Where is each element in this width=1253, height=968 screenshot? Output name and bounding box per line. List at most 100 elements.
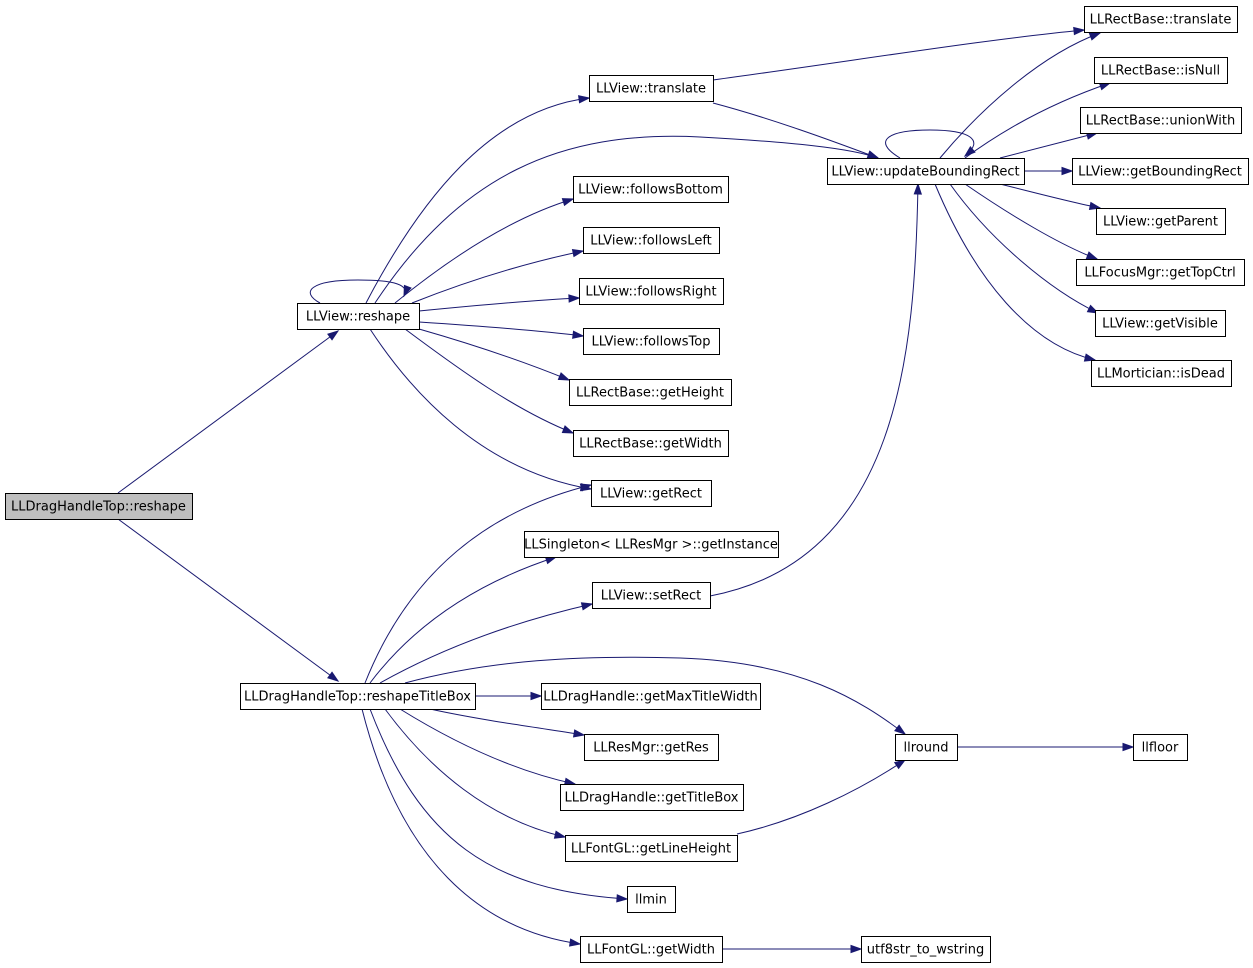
arrowhead-view_updateboundingrect-to-focusmgr_gettopctrl <box>1085 251 1099 260</box>
node-box <box>541 683 761 710</box>
edge-view_updateboundingrect-to-rect_unionwith <box>999 132 1098 159</box>
edge-dragtop_reshapetitlebox-to-draghandle_gettitlebox <box>399 708 576 785</box>
node-view_followsleft[interactable]: LLView::followsLeft <box>583 227 720 254</box>
node-fontgl_getwidth[interactable]: LLFontGL::getWidth <box>580 936 723 963</box>
node-label: LLView::translate <box>596 82 706 97</box>
node-box <box>584 734 719 761</box>
node-box <box>573 430 729 457</box>
node-label: LLFontGL::getWidth <box>587 943 715 958</box>
node-label: LLView::updateBoundingRect <box>831 165 1019 180</box>
node-resmgr_getres[interactable]: LLResMgr::getRes <box>584 734 719 761</box>
node-view_followsbottom[interactable]: LLView::followsBottom <box>573 176 729 203</box>
node-singleton_getinstance[interactable]: LLSingleton< LLResMgr >::getInstance <box>524 531 779 558</box>
edge-view_reshape-to-view_followsright <box>418 297 580 312</box>
arrowhead-dragtop_reshape-to-dragtop_reshapetitlebox <box>327 671 340 682</box>
arrowhead-view_reshape-to-view_followsbottom <box>561 198 575 207</box>
node-box <box>583 227 720 254</box>
arrowhead-dragtop_reshape-to-view_reshape <box>327 330 340 341</box>
node-label: LLSingleton< LLResMgr >::getInstance <box>524 538 778 553</box>
node-box <box>1096 208 1226 235</box>
node-view_getvisible[interactable]: LLView::getVisible <box>1095 310 1226 337</box>
node-draghandle_getmaxtitlewidth[interactable]: LLDragHandle::getMaxTitleWidth <box>541 683 761 710</box>
node-fontgl_getlineheight[interactable]: LLFontGL::getLineHeight <box>565 835 738 862</box>
node-utf8str_to_wstring[interactable]: utf8str_to_wstring <box>861 936 991 963</box>
edge-view_reshape-to-rect_getheight <box>418 328 570 381</box>
arrowhead-fontgl_getlineheight-to-llround <box>893 759 907 770</box>
arrowhead-view_reshape-to-view_followstop <box>572 330 585 339</box>
node-llround[interactable]: llround <box>895 734 958 761</box>
node-box <box>579 278 724 305</box>
node-rect_isnull[interactable]: LLRectBase::isNull <box>1094 57 1228 84</box>
node-rect_getwidth[interactable]: LLRectBase::getWidth <box>573 430 729 457</box>
node-mortician_isdead[interactable]: LLMortician::isDead <box>1091 360 1232 387</box>
node-rect_unionwith[interactable]: LLRectBase::unionWith <box>1080 107 1242 134</box>
edge-view_reshape-to-rect_getwidth <box>404 328 574 434</box>
node-label: llfloor <box>1142 741 1179 756</box>
node-view_setrect[interactable]: LLView::setRect <box>592 582 711 609</box>
edge-view_updateboundingrect-to-view_updateboundingrect <box>885 129 975 159</box>
node-draghandle_gettitlebox[interactable]: LLDragHandle::getTitleBox <box>560 784 744 811</box>
node-view_translate[interactable]: LLView::translate <box>589 75 714 102</box>
edge-dragtop_reshapetitlebox-to-fontgl_getlineheight <box>384 708 566 838</box>
node-box <box>592 582 711 609</box>
arrowhead-view_reshape-to-view_followsleft <box>571 249 585 258</box>
edge-view_updateboundingrect-to-rect_isnull <box>964 82 1111 159</box>
edge-dragtop_reshapetitlebox-to-llmin <box>369 708 628 900</box>
arrowhead-dragtop_reshapetitlebox-to-draghandle_getmaxtitlewidth <box>530 691 543 701</box>
edge-view_setrect-to-view_updateboundingrect <box>709 183 919 597</box>
node-label: LLView::followsTop <box>591 335 710 350</box>
edge-view_reshape-to-view_followstop <box>418 321 584 337</box>
node-box <box>1080 107 1242 134</box>
node-rect_getheight[interactable]: LLRectBase::getHeight <box>569 379 732 406</box>
arrowhead-view_reshape-to-rect_getwidth <box>561 425 575 434</box>
arrowhead-view_updateboundingrect-to-mortician_isdead <box>1083 353 1097 362</box>
node-view_reshape[interactable]: LLView::reshape <box>297 303 420 330</box>
node-view_followstop[interactable]: LLView::followsTop <box>583 328 720 355</box>
arrowhead-llround-to-llfloor <box>1122 742 1135 752</box>
arrowhead-dragtop_reshapetitlebox-to-llround <box>894 724 907 735</box>
node-box <box>240 683 476 710</box>
node-label: LLView::getParent <box>1103 215 1218 230</box>
node-label: llmin <box>635 893 667 908</box>
node-label: LLRectBase::isNull <box>1101 64 1220 79</box>
node-view_getparent[interactable]: LLView::getParent <box>1096 208 1226 235</box>
edge-view_updateboundingrect-to-focusmgr_gettopctrl <box>964 183 1098 260</box>
node-box <box>583 328 720 355</box>
node-view_followsright[interactable]: LLView::followsRight <box>579 278 724 305</box>
node-box <box>589 75 714 102</box>
node-view_getboundingrect[interactable]: LLView::getBoundingRect <box>1072 158 1249 185</box>
node-view_updateboundingrect[interactable]: LLView::updateBoundingRect <box>827 158 1025 185</box>
edge-dragtop_reshapetitlebox-to-resmgr_getres <box>429 708 585 736</box>
call-nodes: LLDragHandleTop::reshapeLLView::reshapeL… <box>5 6 1249 963</box>
edge-dragtop_reshapetitlebox-to-fontgl_getwidth <box>361 708 581 945</box>
edge-view_reshape-to-view_getrect <box>369 328 592 490</box>
node-label: LLView::getRect <box>600 487 702 502</box>
node-llfloor[interactable]: llfloor <box>1133 734 1188 761</box>
node-box <box>1076 259 1245 286</box>
node-label: LLFocusMgr::getTopCtrl <box>1084 266 1235 281</box>
node-label: LLFontGL::getLineHeight <box>571 842 731 857</box>
arrowhead-view_updateboundingrect-to-rect_translate <box>1088 32 1102 41</box>
node-box <box>1095 310 1226 337</box>
node-llmin[interactable]: llmin <box>627 886 676 913</box>
node-box <box>580 936 723 963</box>
node-label: LLRectBase::getWidth <box>579 437 722 452</box>
node-dragtop_reshapetitlebox[interactable]: LLDragHandleTop::reshapeTitleBox <box>240 683 476 710</box>
arrowhead-dragtop_reshapetitlebox-to-fontgl_getwidth <box>569 938 582 947</box>
node-box <box>565 835 738 862</box>
node-box <box>861 936 991 963</box>
node-view_getrect[interactable]: LLView::getRect <box>591 480 712 507</box>
node-label: LLView::getBoundingRect <box>1078 165 1242 180</box>
node-label: LLDragHandleTop::reshapeTitleBox <box>244 690 471 705</box>
node-label: llround <box>904 741 949 756</box>
edge-view_translate-to-rect_translate <box>712 29 1085 81</box>
node-box <box>1133 734 1188 761</box>
edge-view_reshape-to-view_updateboundingrect <box>374 135 879 304</box>
node-label: LLResMgr::getRes <box>593 741 709 756</box>
node-rect_translate[interactable]: LLRectBase::translate <box>1084 6 1238 33</box>
node-box <box>5 493 193 520</box>
node-box <box>1094 57 1228 84</box>
node-label: LLRectBase::getHeight <box>576 386 724 401</box>
node-focusmgr_gettopctrl[interactable]: LLFocusMgr::getTopCtrl <box>1076 259 1245 286</box>
